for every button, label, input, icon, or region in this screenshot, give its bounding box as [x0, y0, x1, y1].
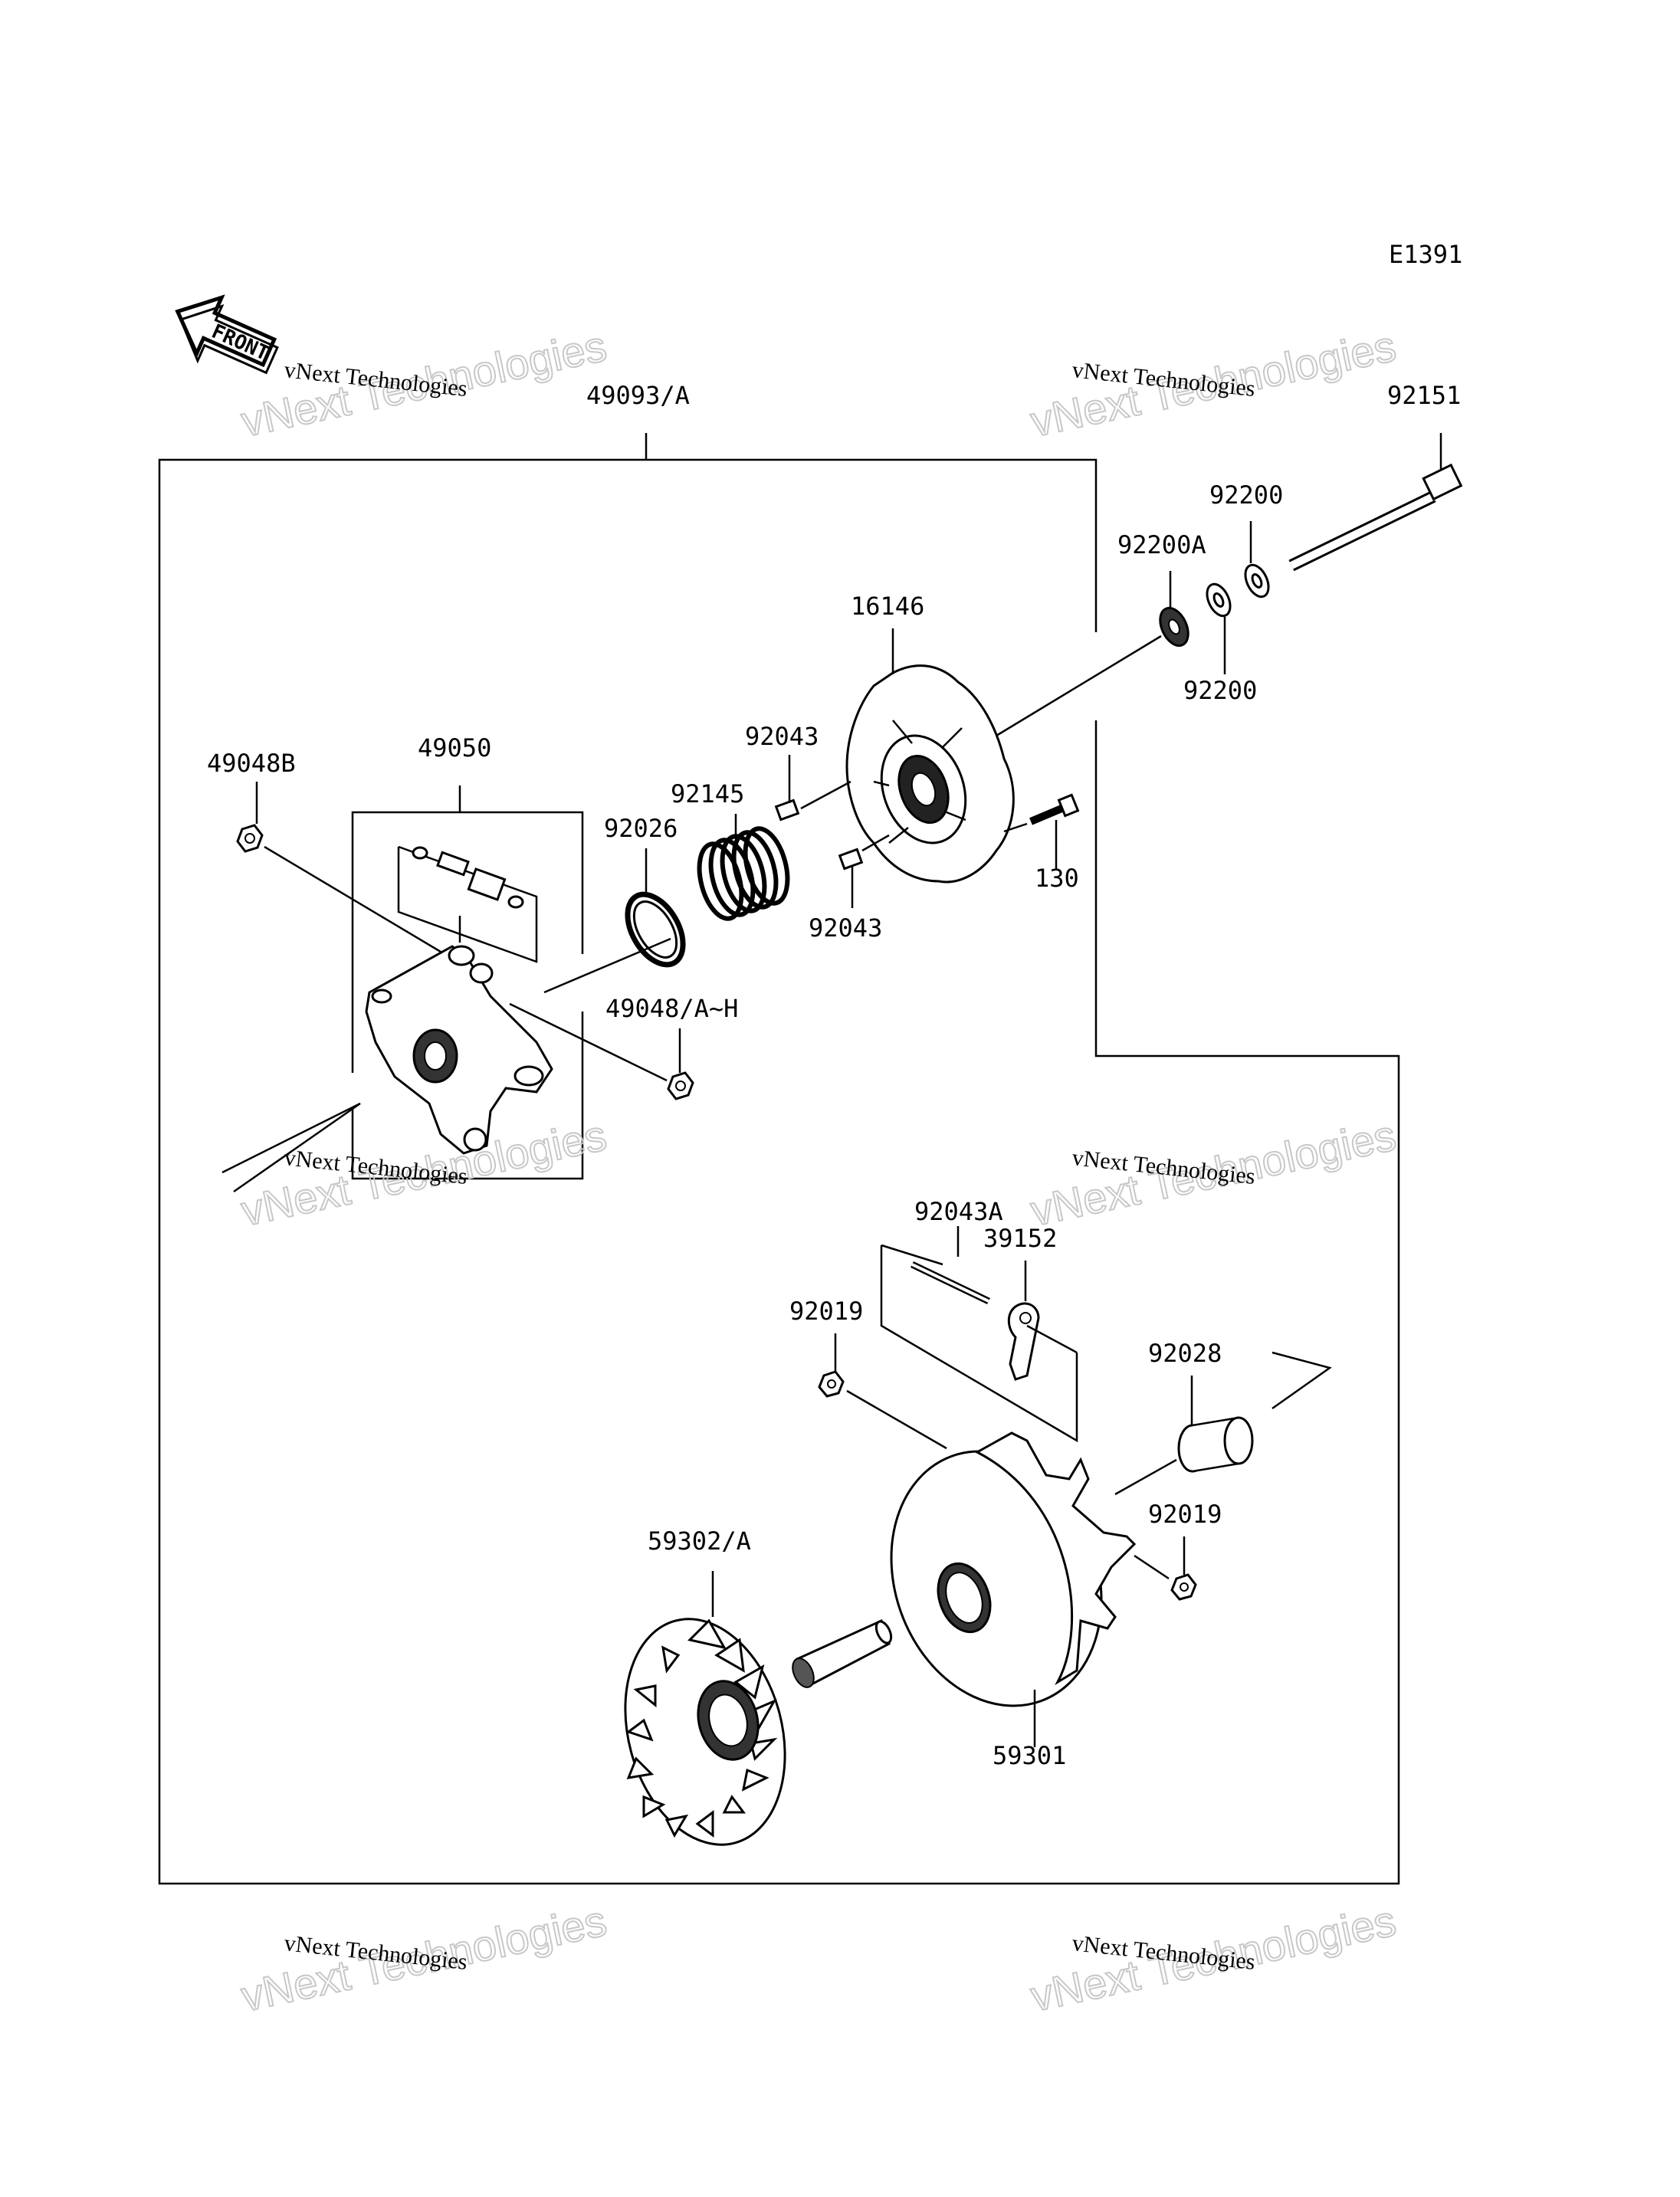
watermark-2: vNext Technologies vNext Technologies	[1025, 320, 1400, 446]
label-92151: 92151	[1387, 381, 1461, 410]
label-92026: 92026	[604, 814, 678, 843]
washer-92200-top	[1244, 521, 1270, 598]
label-92043-top: 92043	[745, 722, 819, 751]
label-49050: 49050	[418, 733, 491, 762]
label-92028: 92028	[1148, 1339, 1222, 1368]
pin-92043A	[911, 1226, 990, 1305]
diagram-id: E1391	[1389, 240, 1462, 269]
watermark-4: vNext Technologies vNext Technologies	[1025, 1110, 1400, 1235]
watermark-6: vNext Technologies vNext Technologies	[1025, 1895, 1400, 2021]
washer-92200-bottom	[1206, 582, 1232, 674]
part-labels: 49093/A 92151 92200 92200A 92200 16146 9…	[207, 381, 1461, 1770]
cover-16146	[845, 628, 1015, 884]
nut-92019-right	[1134, 1536, 1197, 1601]
label-130: 130	[1035, 864, 1079, 893]
label-92043-bottom: 92043	[809, 913, 882, 943]
watermark-5: vNext Technologies vNext Technologies	[236, 1895, 611, 2021]
spider-49050	[365, 916, 553, 1155]
label-92043A: 92043A	[914, 1197, 1003, 1226]
label-16146: 16146	[851, 592, 924, 621]
label-49048B: 49048B	[207, 749, 296, 778]
label-59301: 59301	[993, 1741, 1066, 1770]
pin-92043-bottom	[838, 834, 890, 908]
bolt-130	[1003, 793, 1080, 870]
nut-92019-left	[818, 1333, 947, 1450]
arm-39152	[1007, 1261, 1040, 1381]
label-92200A: 92200A	[1117, 530, 1206, 559]
nut-49048AH	[509, 1002, 694, 1100]
sheave-59301	[890, 1431, 1137, 1747]
watermark-1: vNext Technologies vNext Technologies	[236, 320, 611, 446]
watermark-3: vNext Technologies vNext Technologies	[236, 1110, 611, 1235]
assembly-outline	[158, 433, 1400, 1885]
label-49093A: 49093/A	[586, 381, 690, 410]
front-arrow-icon: FRONT	[175, 294, 279, 375]
kit-39152-bracket	[880, 1244, 1078, 1443]
label-92200-bottom: 92200	[1183, 676, 1257, 705]
sheave-59302A	[624, 1571, 893, 1846]
nut-49048B	[236, 782, 445, 956]
ring-92026	[543, 848, 686, 994]
label-92145: 92145	[671, 779, 744, 808]
label-39152: 39152	[983, 1224, 1057, 1253]
bolt-92151	[1288, 433, 1463, 572]
spring-92145	[697, 814, 790, 921]
label-92019-right: 92019	[1148, 1500, 1222, 1529]
label-59302A: 59302/A	[648, 1526, 751, 1556]
label-92019-left: 92019	[789, 1297, 863, 1326]
bushing-92028	[1114, 1351, 1332, 1496]
label-92200-top: 92200	[1209, 480, 1283, 510]
watermark: vNext Technologies vNext Technologies vN…	[236, 320, 1400, 2021]
washer-92200A	[1159, 571, 1189, 648]
label-49048AH: 49048/A~H	[605, 994, 738, 1023]
kit-small-parts	[412, 846, 524, 909]
pin-92043-top	[774, 755, 851, 821]
